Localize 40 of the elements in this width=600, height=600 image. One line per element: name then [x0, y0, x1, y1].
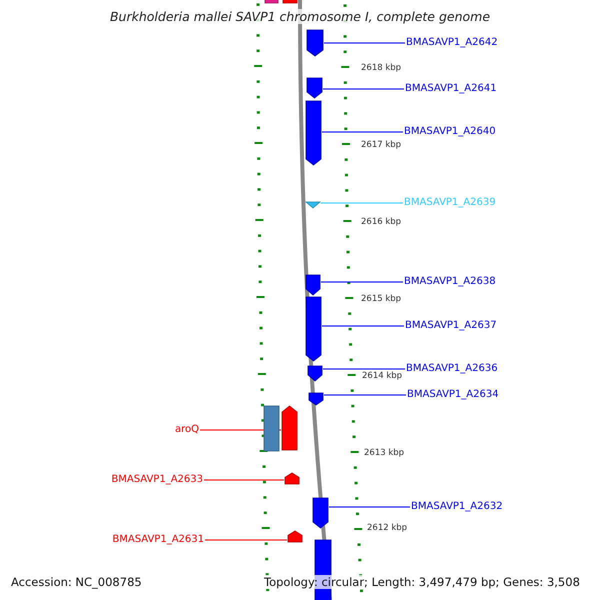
- gene-label: BMASAVP1_A2640: [404, 126, 496, 138]
- leader-line: [324, 394, 406, 396]
- gene-block: [306, 275, 320, 295]
- leader-line: [320, 202, 404, 204]
- gene-label: BMASAVP1_A2633: [111, 474, 203, 486]
- gene-label: BMASAVP1_A2637: [405, 320, 497, 332]
- gene-label: BMASAVP1_A2634: [407, 389, 499, 401]
- gene-block: [288, 531, 302, 542]
- gene-block: [264, 406, 279, 451]
- gene-block: [313, 498, 328, 528]
- chart-title: Burkholderia mallei SAVP1 chromosome I, complete genome: [110, 9, 490, 24]
- gene-block: [307, 78, 322, 98]
- gene-label: BMASAVP1_A2636: [406, 363, 498, 375]
- gene-label: BMASAVP1_A2638: [404, 276, 496, 288]
- scale-label: 2612 kbp: [367, 523, 408, 533]
- gene-block: [309, 393, 323, 405]
- gene-block: [308, 366, 322, 381]
- gene-block: [282, 406, 297, 450]
- scale-label: 2613 kbp: [364, 448, 404, 458]
- leader-line: [324, 42, 406, 44]
- scale-label: 2615 kbp: [361, 294, 402, 304]
- gene-block: [306, 202, 320, 208]
- leader-line: [322, 88, 404, 90]
- gene-block: [306, 101, 321, 165]
- info-text: Accession: NC_008785: [9, 575, 144, 589]
- gene-block: [307, 30, 323, 56]
- scale-label: 2616 kbp: [361, 217, 402, 227]
- gene-label: aroQ: [174, 424, 199, 436]
- gene-label: BMASAVP1_A2639: [404, 197, 496, 209]
- gene-label: BMASAVP1_A2642: [406, 37, 498, 49]
- gene-label: BMASAVP1_A2631: [112, 534, 204, 546]
- gene-label: BMASAVP1_A2641: [405, 83, 497, 95]
- scale-label: 2617 kbp: [361, 140, 402, 150]
- leader-line: [328, 506, 410, 508]
- gene-label: BMASAVP1_A2632: [411, 501, 503, 513]
- info-text: Topology: circular; Length: 3,497,479 bp; Genes: 3,508: [262, 575, 582, 589]
- gene-block: [285, 473, 299, 484]
- scale-label: 2618 kbp: [361, 63, 402, 73]
- scale-label: 2614 kbp: [362, 371, 402, 381]
- leader-line: [322, 368, 406, 370]
